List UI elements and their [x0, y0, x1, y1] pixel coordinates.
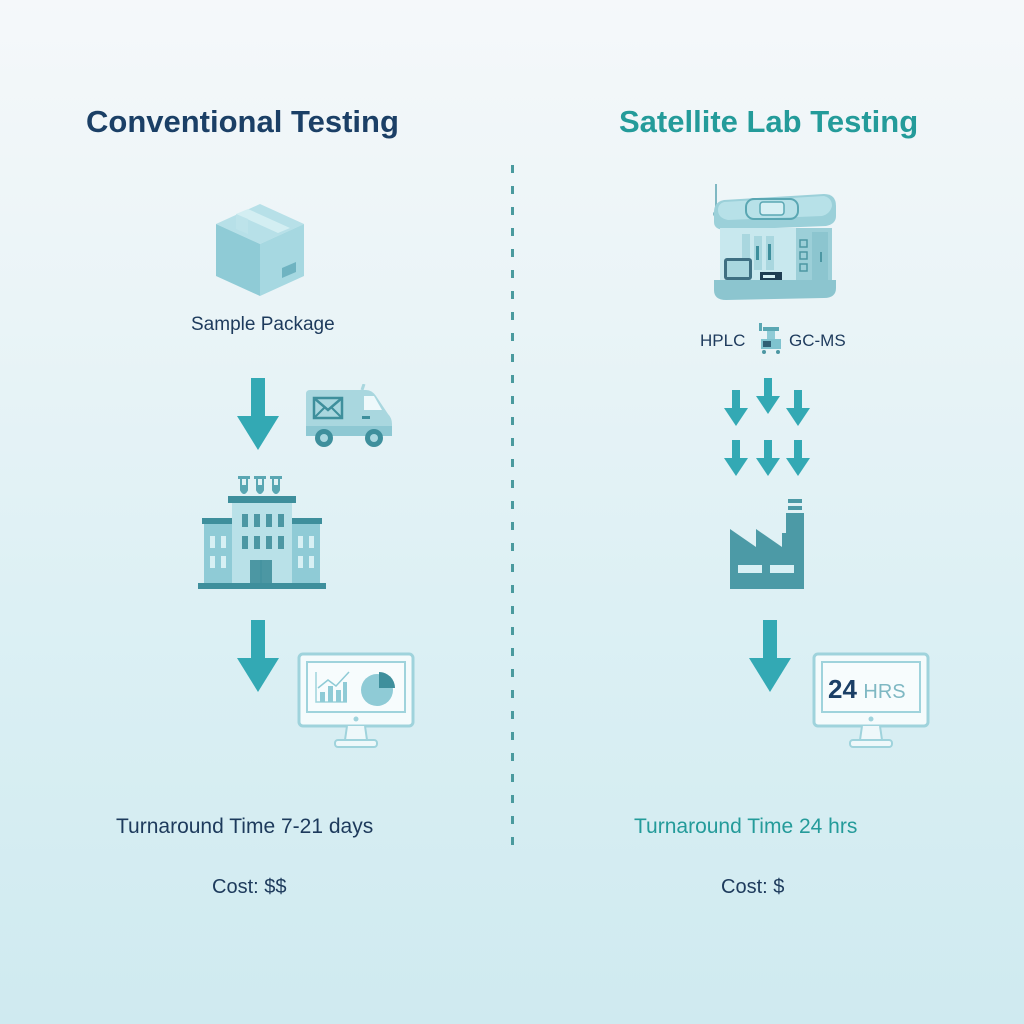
conventional-cost: Cost: $$ [212, 876, 287, 898]
parallel-arrows-icon [722, 376, 816, 488]
satellite-cost: Cost: $ [721, 876, 785, 898]
satellite-turnaround-time: Turnaround Time 24 hrs [634, 815, 858, 838]
gc-ms-label: GC-MS [789, 331, 846, 350]
delivery-van-icon [302, 384, 396, 450]
conventional-testing-title: Conventional Testing [86, 104, 399, 139]
monitor-hours-number: 24 [828, 674, 857, 704]
conventional-turnaround-time: Turnaround Time 7-21 days [116, 815, 374, 838]
column-divider [511, 165, 514, 855]
satellite-lab-unit-icon [706, 180, 842, 302]
instrument-icon [757, 323, 785, 355]
lab-building-icon [198, 474, 326, 590]
hplc-label: HPLC [700, 331, 746, 350]
down-arrow-icon [237, 620, 279, 694]
down-arrow-icon [237, 378, 279, 452]
sample-package-label: Sample Package [191, 314, 335, 335]
result-monitor-icon: 24 HRS [812, 652, 932, 754]
report-monitor-icon [297, 652, 417, 754]
factory-icon [728, 497, 810, 589]
package-icon [214, 202, 306, 298]
monitor-hours-unit: HRS [863, 681, 906, 703]
down-arrow-icon [749, 620, 791, 694]
satellite-lab-testing-title: Satellite Lab Testing [619, 104, 919, 139]
